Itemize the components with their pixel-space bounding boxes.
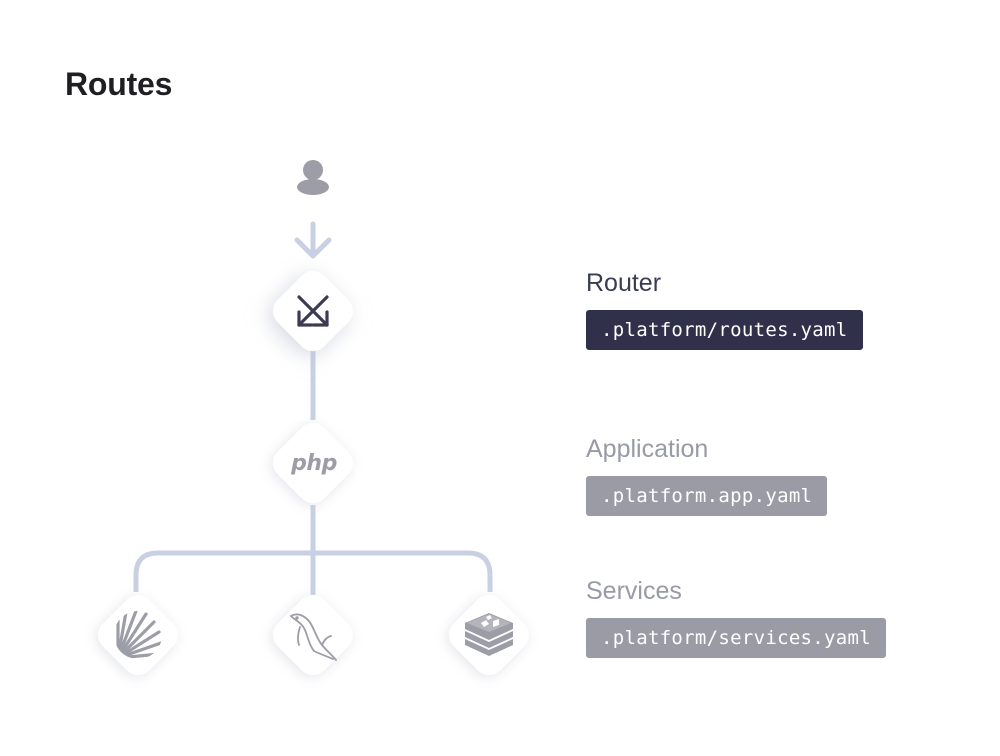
php-icon: php [290,451,337,476]
services-label: Services [586,577,682,605]
services-label-block: Services .platform/services.yaml [586,576,886,658]
service-node-mysql[interactable] [266,588,359,681]
router-icon [297,295,329,327]
router-config-file[interactable]: .platform/routes.yaml [586,310,863,350]
service-node-elasticsearch[interactable] [91,588,184,681]
service-node-redis[interactable] [442,588,535,681]
services-config-file[interactable]: .platform/services.yaml [586,618,886,658]
mysql-icon [290,613,337,661]
user-icon [297,160,329,195]
redis-icon [465,613,513,656]
routes-diagram: php [91,160,535,681]
application-config-file[interactable]: .platform.app.yaml [586,476,828,516]
router-label-block: Router .platform/routes.yaml [586,268,863,350]
application-label-block: Application .platform.app.yaml [586,434,828,516]
connector-lines [133,221,493,595]
router-label: Router [586,269,662,297]
page-title: Routes [65,66,173,102]
application-node[interactable]: php [266,416,359,509]
router-node[interactable] [266,264,359,357]
application-label: Application [586,435,709,463]
